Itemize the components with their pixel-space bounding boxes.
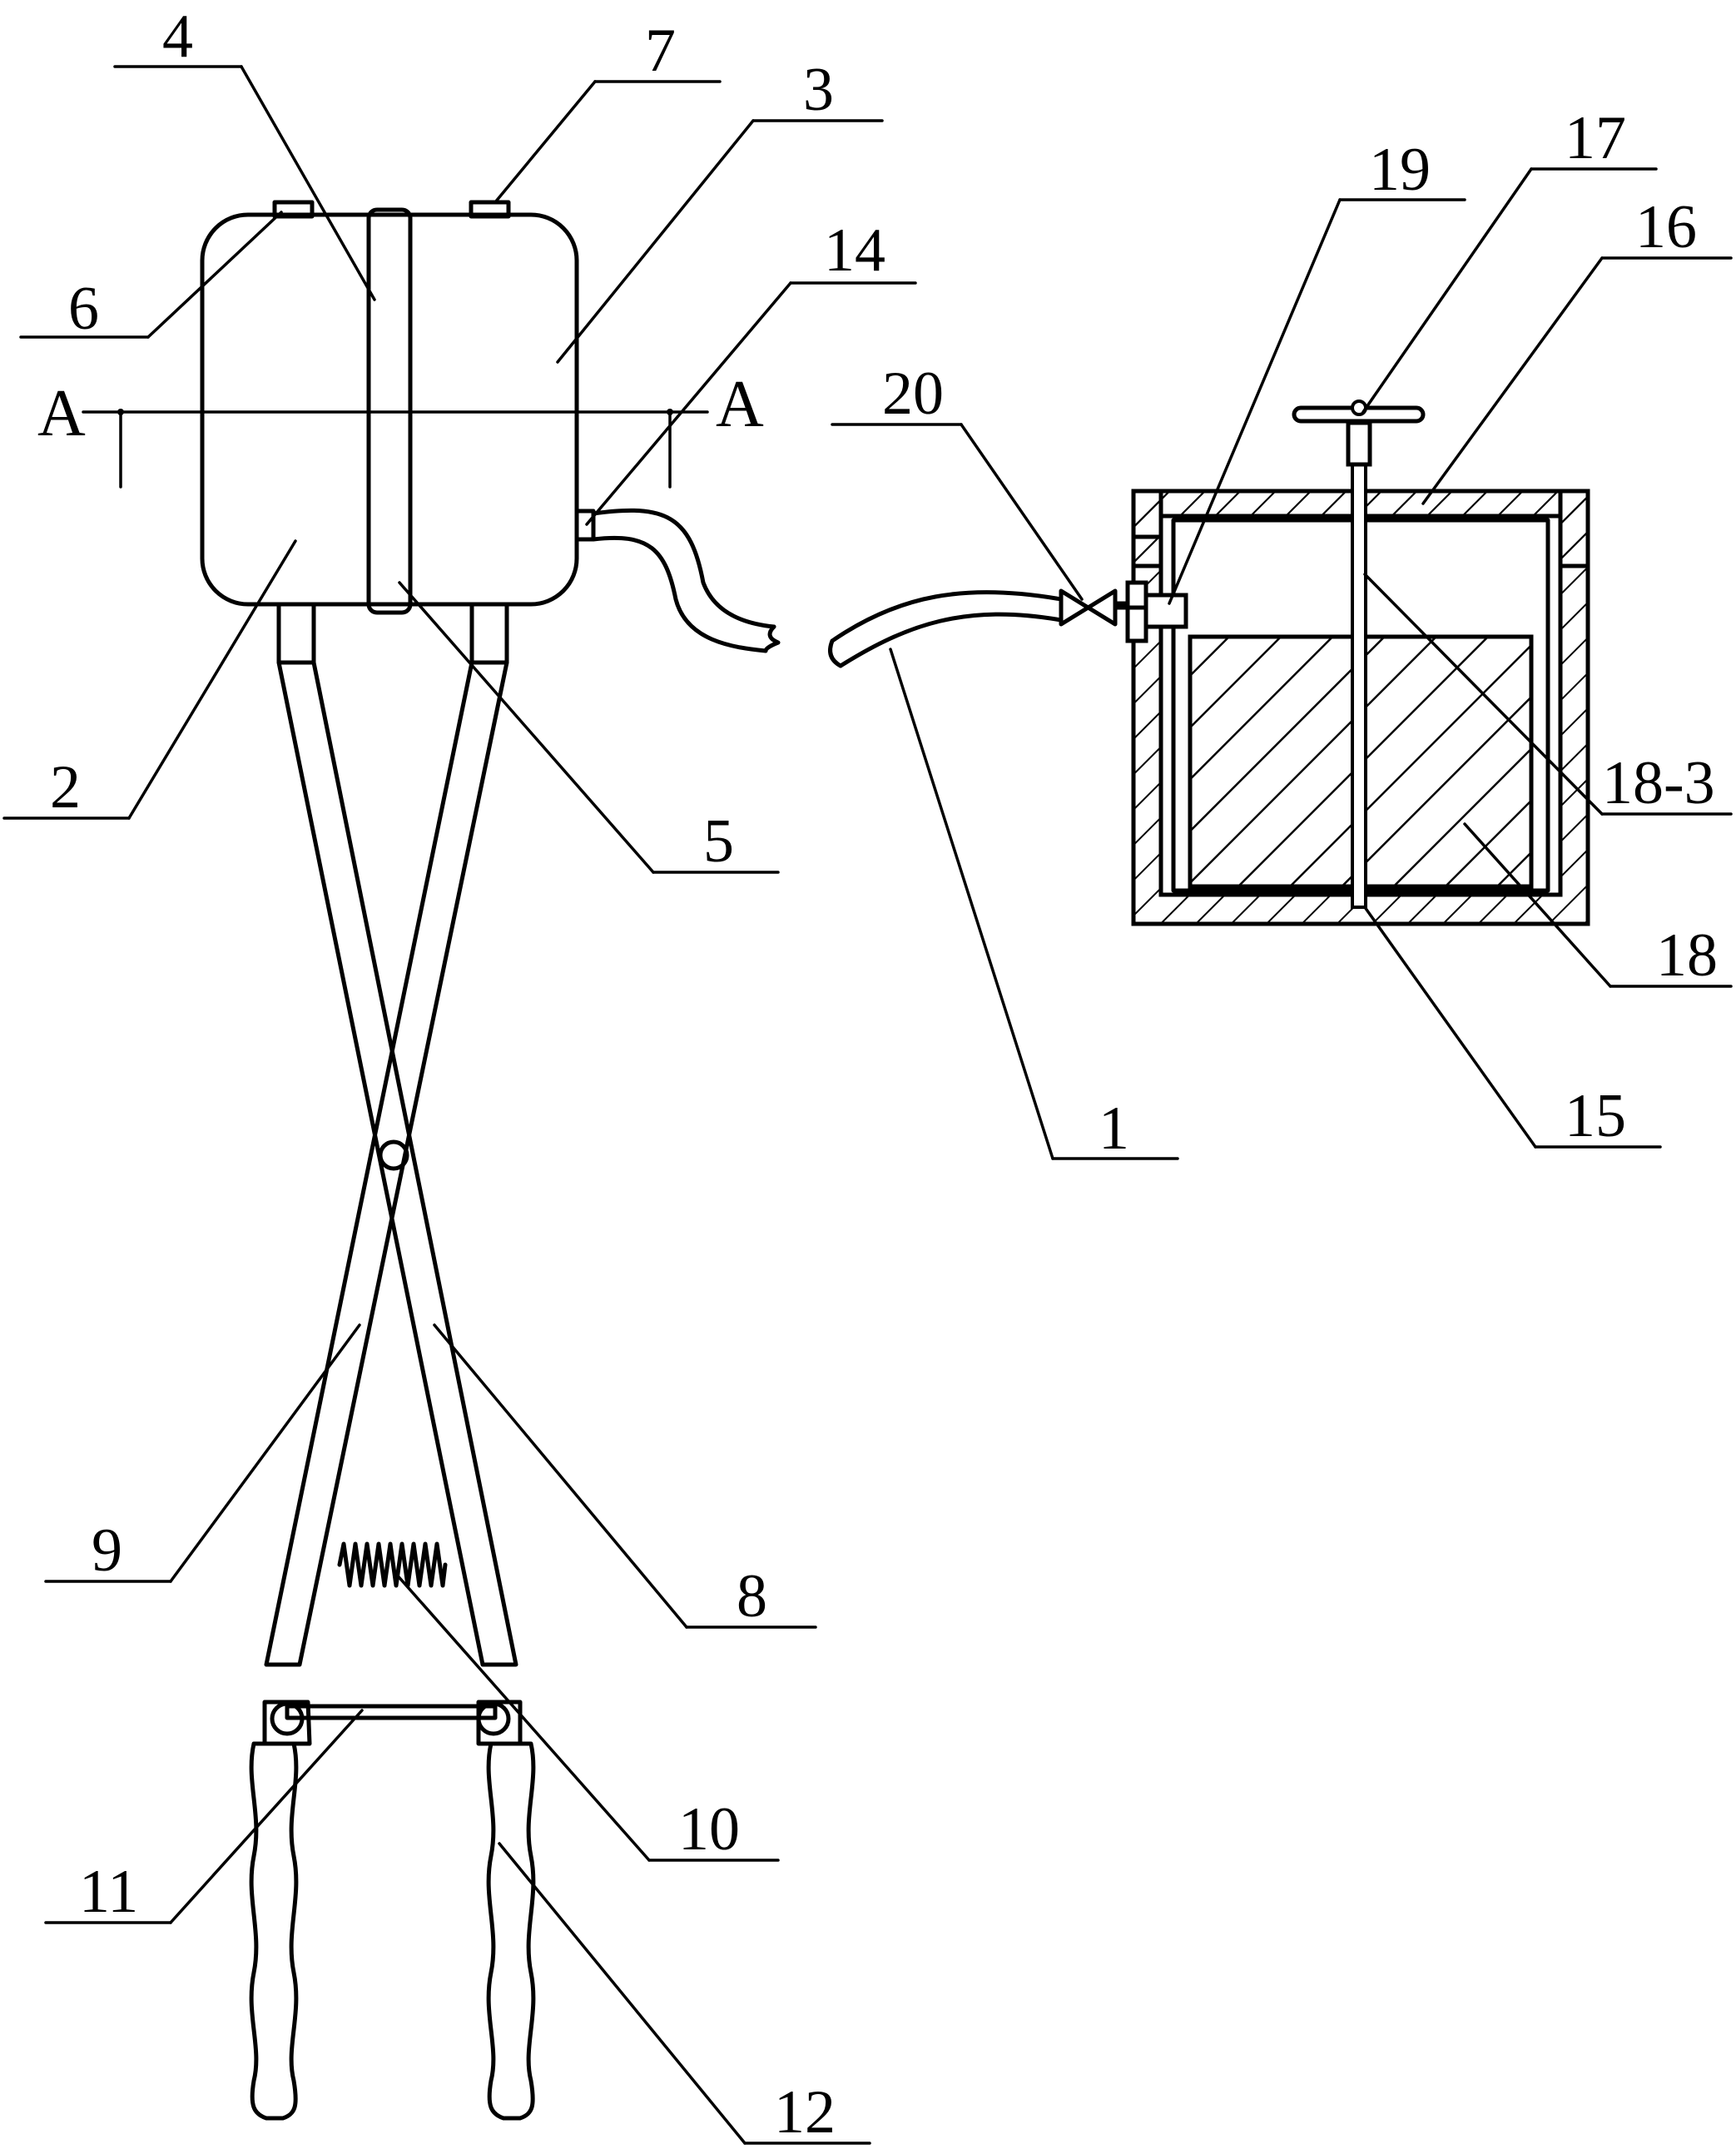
- label-7: 7: [645, 17, 676, 85]
- leader-18-3-pointer: [1363, 573, 1604, 816]
- left-handle: [249, 1741, 299, 2121]
- valve: [1059, 588, 1118, 627]
- outlet-nozzle: [574, 509, 596, 542]
- lid-rim-right: [1558, 489, 1590, 568]
- arm-9: [264, 660, 509, 1667]
- label-11: 11: [79, 1858, 138, 1926]
- sprayer-body: [200, 212, 579, 607]
- feed-tube-end: [828, 638, 843, 668]
- label-5: 5: [703, 807, 734, 876]
- leader-lines: [2, 65, 1733, 2145]
- leader-10-pointer: [394, 1571, 651, 1862]
- leader-11-pointer: [169, 1709, 364, 1924]
- spring: [337, 1541, 448, 1588]
- leader-18-pointer: [1463, 822, 1612, 988]
- tank: [828, 400, 1590, 926]
- label-18: 18: [1656, 921, 1718, 990]
- left-top-cap: [272, 200, 315, 219]
- label-2: 2: [50, 753, 81, 821]
- arm-8: [276, 660, 518, 1667]
- right-mount-block: [469, 602, 509, 665]
- section-label-right: A: [716, 368, 764, 441]
- label-15: 15: [1565, 1082, 1626, 1150]
- label-6: 6: [68, 275, 99, 343]
- section-dot-left: [117, 409, 124, 415]
- leader-5-pointer: [398, 581, 655, 874]
- feed-tube-lower: [838, 612, 1064, 668]
- leader-16-pointer: [1421, 256, 1604, 505]
- right-handle: [486, 1741, 536, 2121]
- section-dot-right: [667, 409, 673, 415]
- label-19: 19: [1369, 136, 1431, 204]
- leader-9-pointer: [169, 1323, 361, 1583]
- leader-14-pointer: [585, 281, 792, 526]
- label-4: 4: [162, 2, 193, 71]
- leader-15-pointer: [1363, 906, 1537, 1149]
- link-bar: [285, 1704, 498, 1720]
- leader-20-pointer: [960, 423, 1084, 601]
- side-port: [1142, 593, 1188, 629]
- sprayer-hose: [591, 508, 776, 629]
- section-label-left: A: [37, 377, 86, 450]
- pivot-pin: [378, 1139, 409, 1171]
- sprayer-hose-lower: [591, 535, 768, 653]
- rod-handle-stem: [1346, 420, 1372, 467]
- label-14: 14: [824, 216, 885, 285]
- label-20: 20: [882, 360, 944, 428]
- label-17: 17: [1565, 104, 1626, 172]
- side-port-flange: [1125, 580, 1148, 643]
- label-10: 10: [678, 1795, 740, 1864]
- left-link-knuckle: [262, 1700, 312, 1746]
- leader-17-pointer: [1362, 167, 1533, 414]
- leader-1-pointer: [889, 648, 1054, 1160]
- leader-19-pointer: [1168, 198, 1342, 605]
- label-9: 9: [92, 1516, 122, 1585]
- feed-tube-upper: [830, 590, 1064, 643]
- leader-7-pointer: [494, 80, 597, 204]
- hose-break: [763, 624, 781, 653]
- label-12: 12: [774, 2078, 836, 2147]
- stir-rod: [1351, 435, 1367, 909]
- leader-6-pointer: [146, 211, 283, 339]
- leader-3-pointer: [556, 119, 755, 364]
- label-1: 1: [1099, 1094, 1129, 1163]
- lid-rim-left: [1131, 489, 1163, 568]
- label-16: 16: [1635, 193, 1697, 261]
- leader-12-pointer: [498, 1842, 746, 2145]
- leader-2-pointer: [127, 539, 297, 820]
- label-3: 3: [803, 56, 834, 124]
- label-8: 8: [737, 1562, 767, 1630]
- right-top-cap: [469, 200, 511, 219]
- tongs: [249, 602, 536, 2121]
- callout-labels: 4 7 3 19 17 16 14 6 20 2 18-3 5 18 15 1 …: [37, 2, 1718, 2147]
- leader-8-pointer: [433, 1323, 688, 1629]
- leader-4-pointer: [240, 65, 376, 301]
- sprayer-head: [82, 200, 781, 653]
- left-mount-block: [276, 602, 316, 665]
- label-18-3: 18-3: [1602, 749, 1715, 817]
